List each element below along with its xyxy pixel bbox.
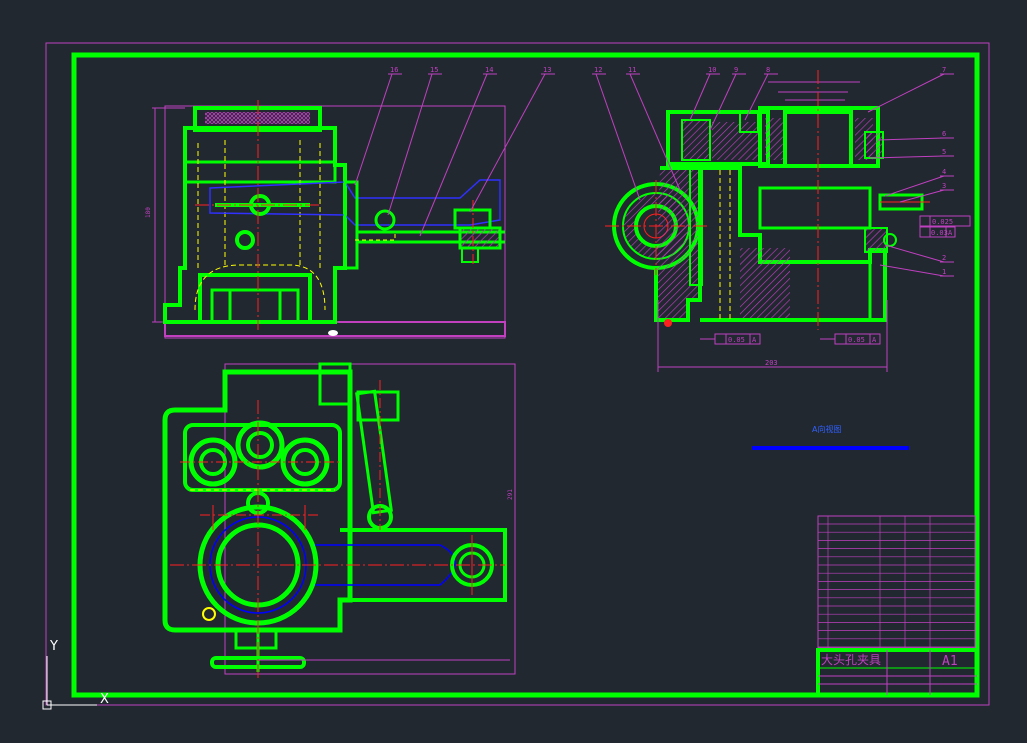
balloon-leader bbox=[884, 175, 945, 197]
balloon-leader bbox=[879, 264, 945, 277]
balloon-leader bbox=[469, 73, 546, 213]
balloon-number: 3 bbox=[942, 182, 946, 190]
height-dim-front: 180 bbox=[145, 207, 152, 218]
balloon-leader bbox=[884, 244, 945, 263]
part-balloons: 16 15 14 13 12 11 10 9 8 7 6 5 4 3 2 1 bbox=[354, 66, 954, 277]
balloon-leader bbox=[869, 155, 945, 159]
balloon-number: 7 bbox=[942, 66, 946, 74]
tolerance-frames: 0.025 0.03 A 0.05 A 0.05 A bbox=[700, 215, 971, 345]
balloon-number: 1 bbox=[942, 268, 946, 276]
drawing-title: 大头孔夹具 bbox=[821, 653, 881, 667]
balloon-leader bbox=[595, 73, 641, 201]
flatness-value: 0.025 bbox=[932, 218, 953, 226]
sheet-size: A1 bbox=[942, 654, 958, 669]
inner-frame bbox=[71, 52, 980, 698]
front-view[interactable]: 180 bbox=[145, 100, 506, 339]
balloon-number: 5 bbox=[942, 148, 946, 156]
title-block[interactable]: 大头孔夹具 A1 bbox=[816, 648, 979, 697]
balloon-leader bbox=[354, 73, 393, 186]
perp-datum: A bbox=[948, 229, 953, 237]
balloon-number: 8 bbox=[766, 66, 770, 74]
bottom-right-tol: 0.05 bbox=[848, 336, 865, 344]
balloon-number: 16 bbox=[390, 66, 398, 74]
outer-border bbox=[45, 42, 990, 706]
balloon-leader bbox=[877, 137, 945, 141]
balloon-number: 13 bbox=[543, 66, 551, 74]
balloon-number: 4 bbox=[942, 168, 946, 176]
top-view[interactable]: 291 bbox=[162, 362, 516, 680]
balloon-leader bbox=[629, 73, 681, 191]
ucs-y-label: Y bbox=[49, 639, 58, 654]
side-view[interactable]: 203 bbox=[605, 70, 930, 372]
balloon-leader bbox=[689, 73, 711, 121]
ucs-icon: Y X bbox=[42, 639, 109, 710]
balloon-number: 6 bbox=[942, 130, 946, 138]
width-dim-side: 203 bbox=[765, 359, 778, 367]
balloon-number: 15 bbox=[430, 66, 438, 74]
perp-value: 0.03 bbox=[931, 229, 948, 237]
balloon-leader bbox=[899, 189, 945, 203]
balloon-leader bbox=[867, 73, 945, 113]
balloon-leader bbox=[419, 73, 488, 237]
balloon-leader bbox=[744, 73, 769, 121]
balloon-number: 10 bbox=[708, 66, 716, 74]
balloon-number: 2 bbox=[942, 254, 946, 262]
bottom-right-datum: A bbox=[872, 336, 877, 344]
balloon-leader bbox=[709, 73, 737, 131]
ucs-x-label: X bbox=[100, 692, 109, 707]
bottom-left-datum: A bbox=[752, 336, 757, 344]
bottom-left-tol: 0.05 bbox=[728, 336, 745, 344]
parts-list[interactable] bbox=[817, 515, 976, 649]
balloon-number: 11 bbox=[628, 66, 636, 74]
balloon-number: 12 bbox=[594, 66, 602, 74]
view-label: A向视图 bbox=[812, 424, 841, 434]
balloon-leader bbox=[387, 73, 433, 216]
view-label-bar bbox=[752, 446, 909, 450]
balloon-number: 14 bbox=[485, 66, 493, 74]
balloon-number: 9 bbox=[734, 66, 738, 74]
height-dim-top: 291 bbox=[507, 489, 514, 500]
